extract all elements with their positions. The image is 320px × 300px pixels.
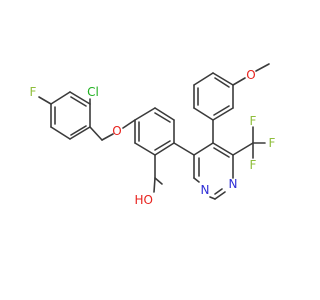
c-oh-bond-stub	[154, 177, 163, 185]
ring-b-double-bond	[154, 140, 171, 151]
oh-bond	[153, 177, 156, 193]
c-f-bond	[38, 96, 52, 105]
ring-a-bond	[69, 126, 91, 140]
ring-b-bond	[154, 142, 175, 156]
ring-d-bond	[212, 107, 234, 121]
atom-label-cf3-f-right: F	[269, 136, 276, 150]
c-ome-bond	[232, 77, 246, 86]
pyrimidine-double-bond	[214, 188, 223, 195]
pyrimidine-bond	[193, 142, 214, 156]
pyrimidine-bond	[212, 142, 234, 156]
molecule-structure: F Cl O HO O N N F F F	[30, 63, 276, 207]
atom-label-ether-o: O	[112, 124, 121, 138]
ring-b-double-bond	[154, 112, 171, 123]
ring-d-double-bond	[214, 77, 230, 88]
atom-label-cf3-f-top: F	[250, 114, 257, 128]
ring-d-double-bond	[213, 105, 230, 116]
ring-a-double-bond	[70, 96, 87, 107]
ring-b-bond	[134, 107, 156, 121]
atom-label-f-aryl: F	[30, 85, 37, 99]
o-methyl-bond	[255, 63, 270, 72]
atom-label-hydroxyl: HO	[135, 193, 153, 207]
pyrimidine-bond	[193, 177, 200, 183]
bond-layer	[38, 63, 270, 200]
pyrimidine-bond	[214, 191, 226, 200]
pyrimidine-double-bond	[213, 147, 230, 158]
ring-a-bond	[69, 91, 91, 105]
ring-d-bond	[193, 72, 214, 86]
ring-a-double-bond	[70, 125, 87, 136]
ring-b-bond	[154, 107, 175, 121]
ring-d-bond	[212, 72, 234, 86]
pyrimidine-bond	[209, 196, 216, 200]
benzyl-ch2-bond	[89, 126, 103, 141]
ring-b-bond	[134, 142, 156, 156]
atom-label-layer: F Cl O HO O N N F F F	[30, 68, 276, 207]
ring-a-bond	[50, 126, 71, 140]
c-cf3-bond	[232, 142, 254, 156]
ring-b-pyrimidine-bond	[173, 142, 195, 156]
atom-label-methoxy-o: O	[246, 68, 255, 82]
atom-label-cl: Cl	[87, 85, 99, 99]
ch2-o-bond	[101, 133, 114, 141]
ring-d-bond	[193, 107, 214, 121]
atom-label-n1: N	[201, 183, 210, 197]
o-ring-b-bond	[122, 119, 136, 129]
atom-label-n3: N	[229, 177, 238, 191]
ring-a-bond	[50, 91, 71, 105]
atom-label-cf3-f-bottom: F	[250, 158, 257, 172]
